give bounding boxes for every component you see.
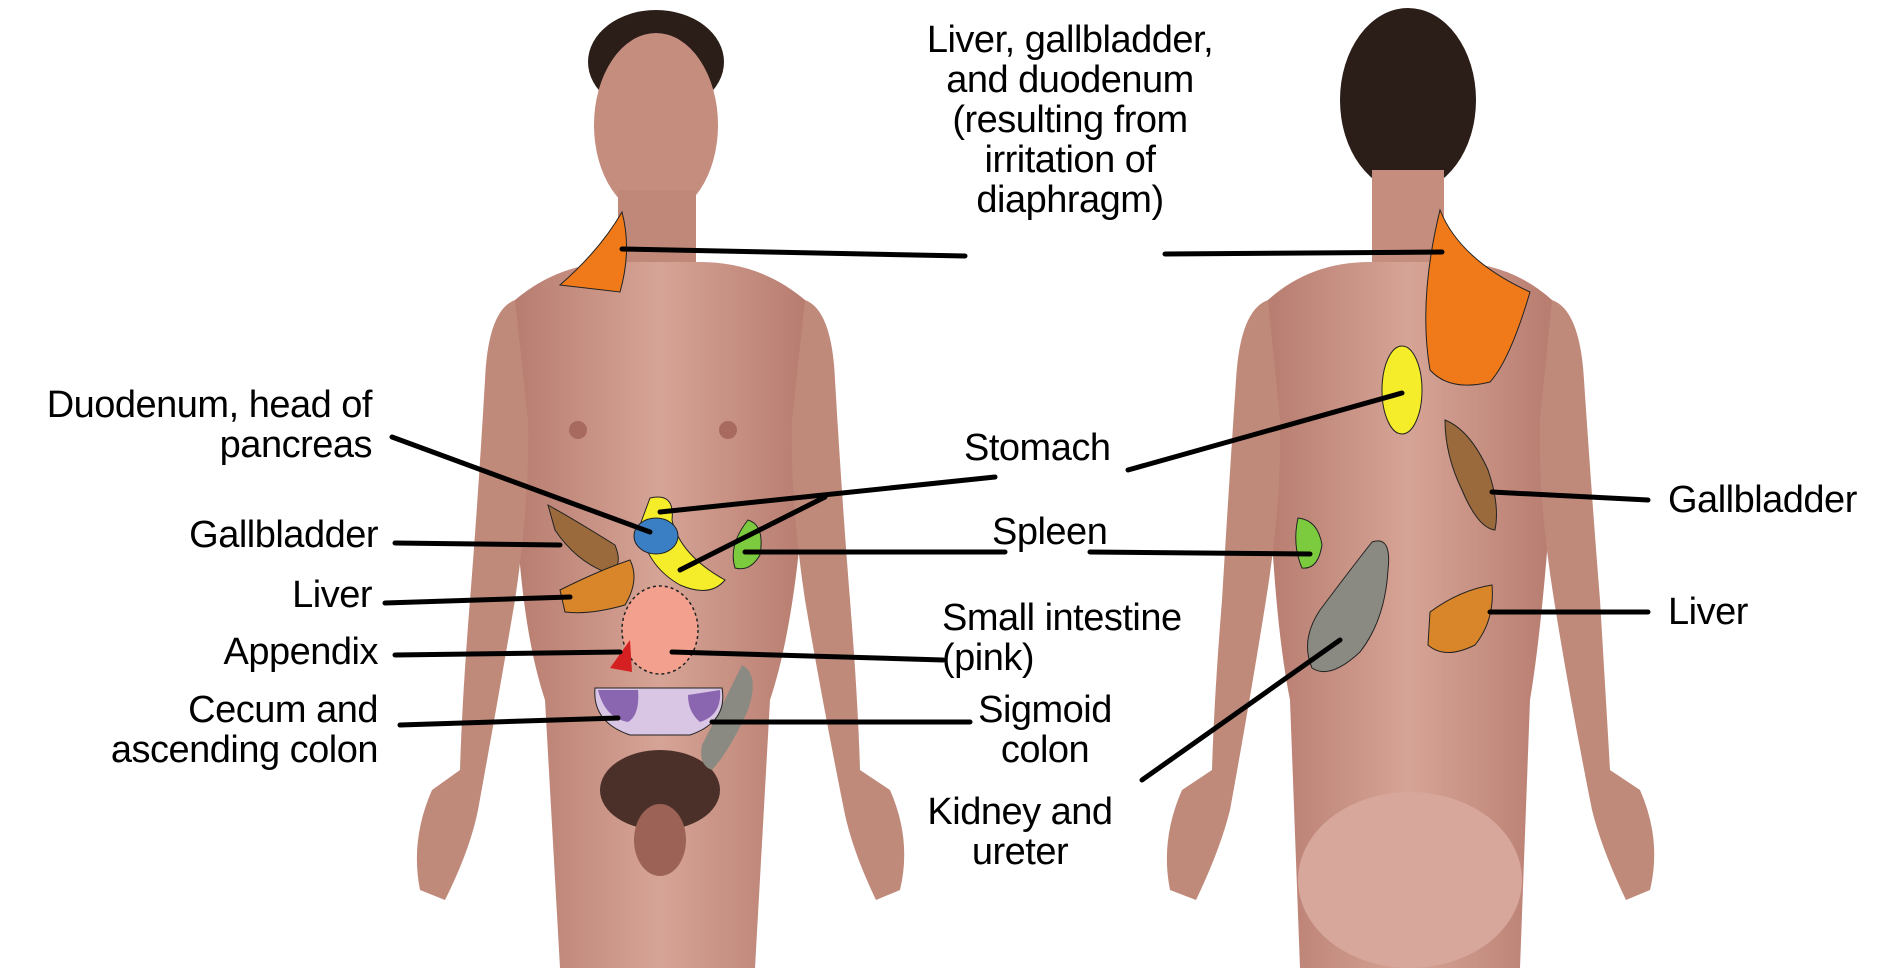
label-kidney-ureter: Kidney and ureter [900,792,1140,872]
leader-top-back [1165,252,1442,254]
front-body-figure [417,10,904,968]
back-head [1340,8,1476,192]
front-left-arm [792,300,904,900]
back-buttocks [1298,792,1522,968]
back-left-arm [1167,300,1280,900]
front-diaphragm-referral-zone [560,212,627,292]
front-genitals [634,804,686,876]
front-head [594,33,718,217]
label-duodenum-pancreas: Duodenum, head of pancreas [0,385,372,465]
label-gallbladder-front: Gallbladder [0,515,378,555]
label-diaphragm-referral: Liver, gallbladder, and duodenum (result… [880,20,1260,220]
label-liver-front: Liver [0,575,372,615]
label-gallbladder-back: Gallbladder [1668,480,1857,520]
leader-spleen-back [1090,552,1310,554]
back-right-arm [1540,300,1654,900]
label-liver-back: Liver [1668,592,1748,632]
label-small-intestine: Small intestine (pink) [942,598,1182,678]
back-stomach-zone [1382,346,1422,434]
leader-appendix [395,652,620,655]
label-appendix: Appendix [0,632,378,672]
label-stomach: Stomach [964,428,1110,468]
front-nipple-right [569,421,587,439]
leader-gallbladder-front [395,543,560,545]
label-spleen: Spleen [992,512,1107,552]
front-nipple-left [719,421,737,439]
front-small-intestine-zone [622,586,698,674]
front-duodenum-zone [634,518,678,554]
label-cecum-colon: Cecum and ascending colon [0,690,378,770]
label-sigmoid-colon: Sigmoid colon [960,690,1130,770]
